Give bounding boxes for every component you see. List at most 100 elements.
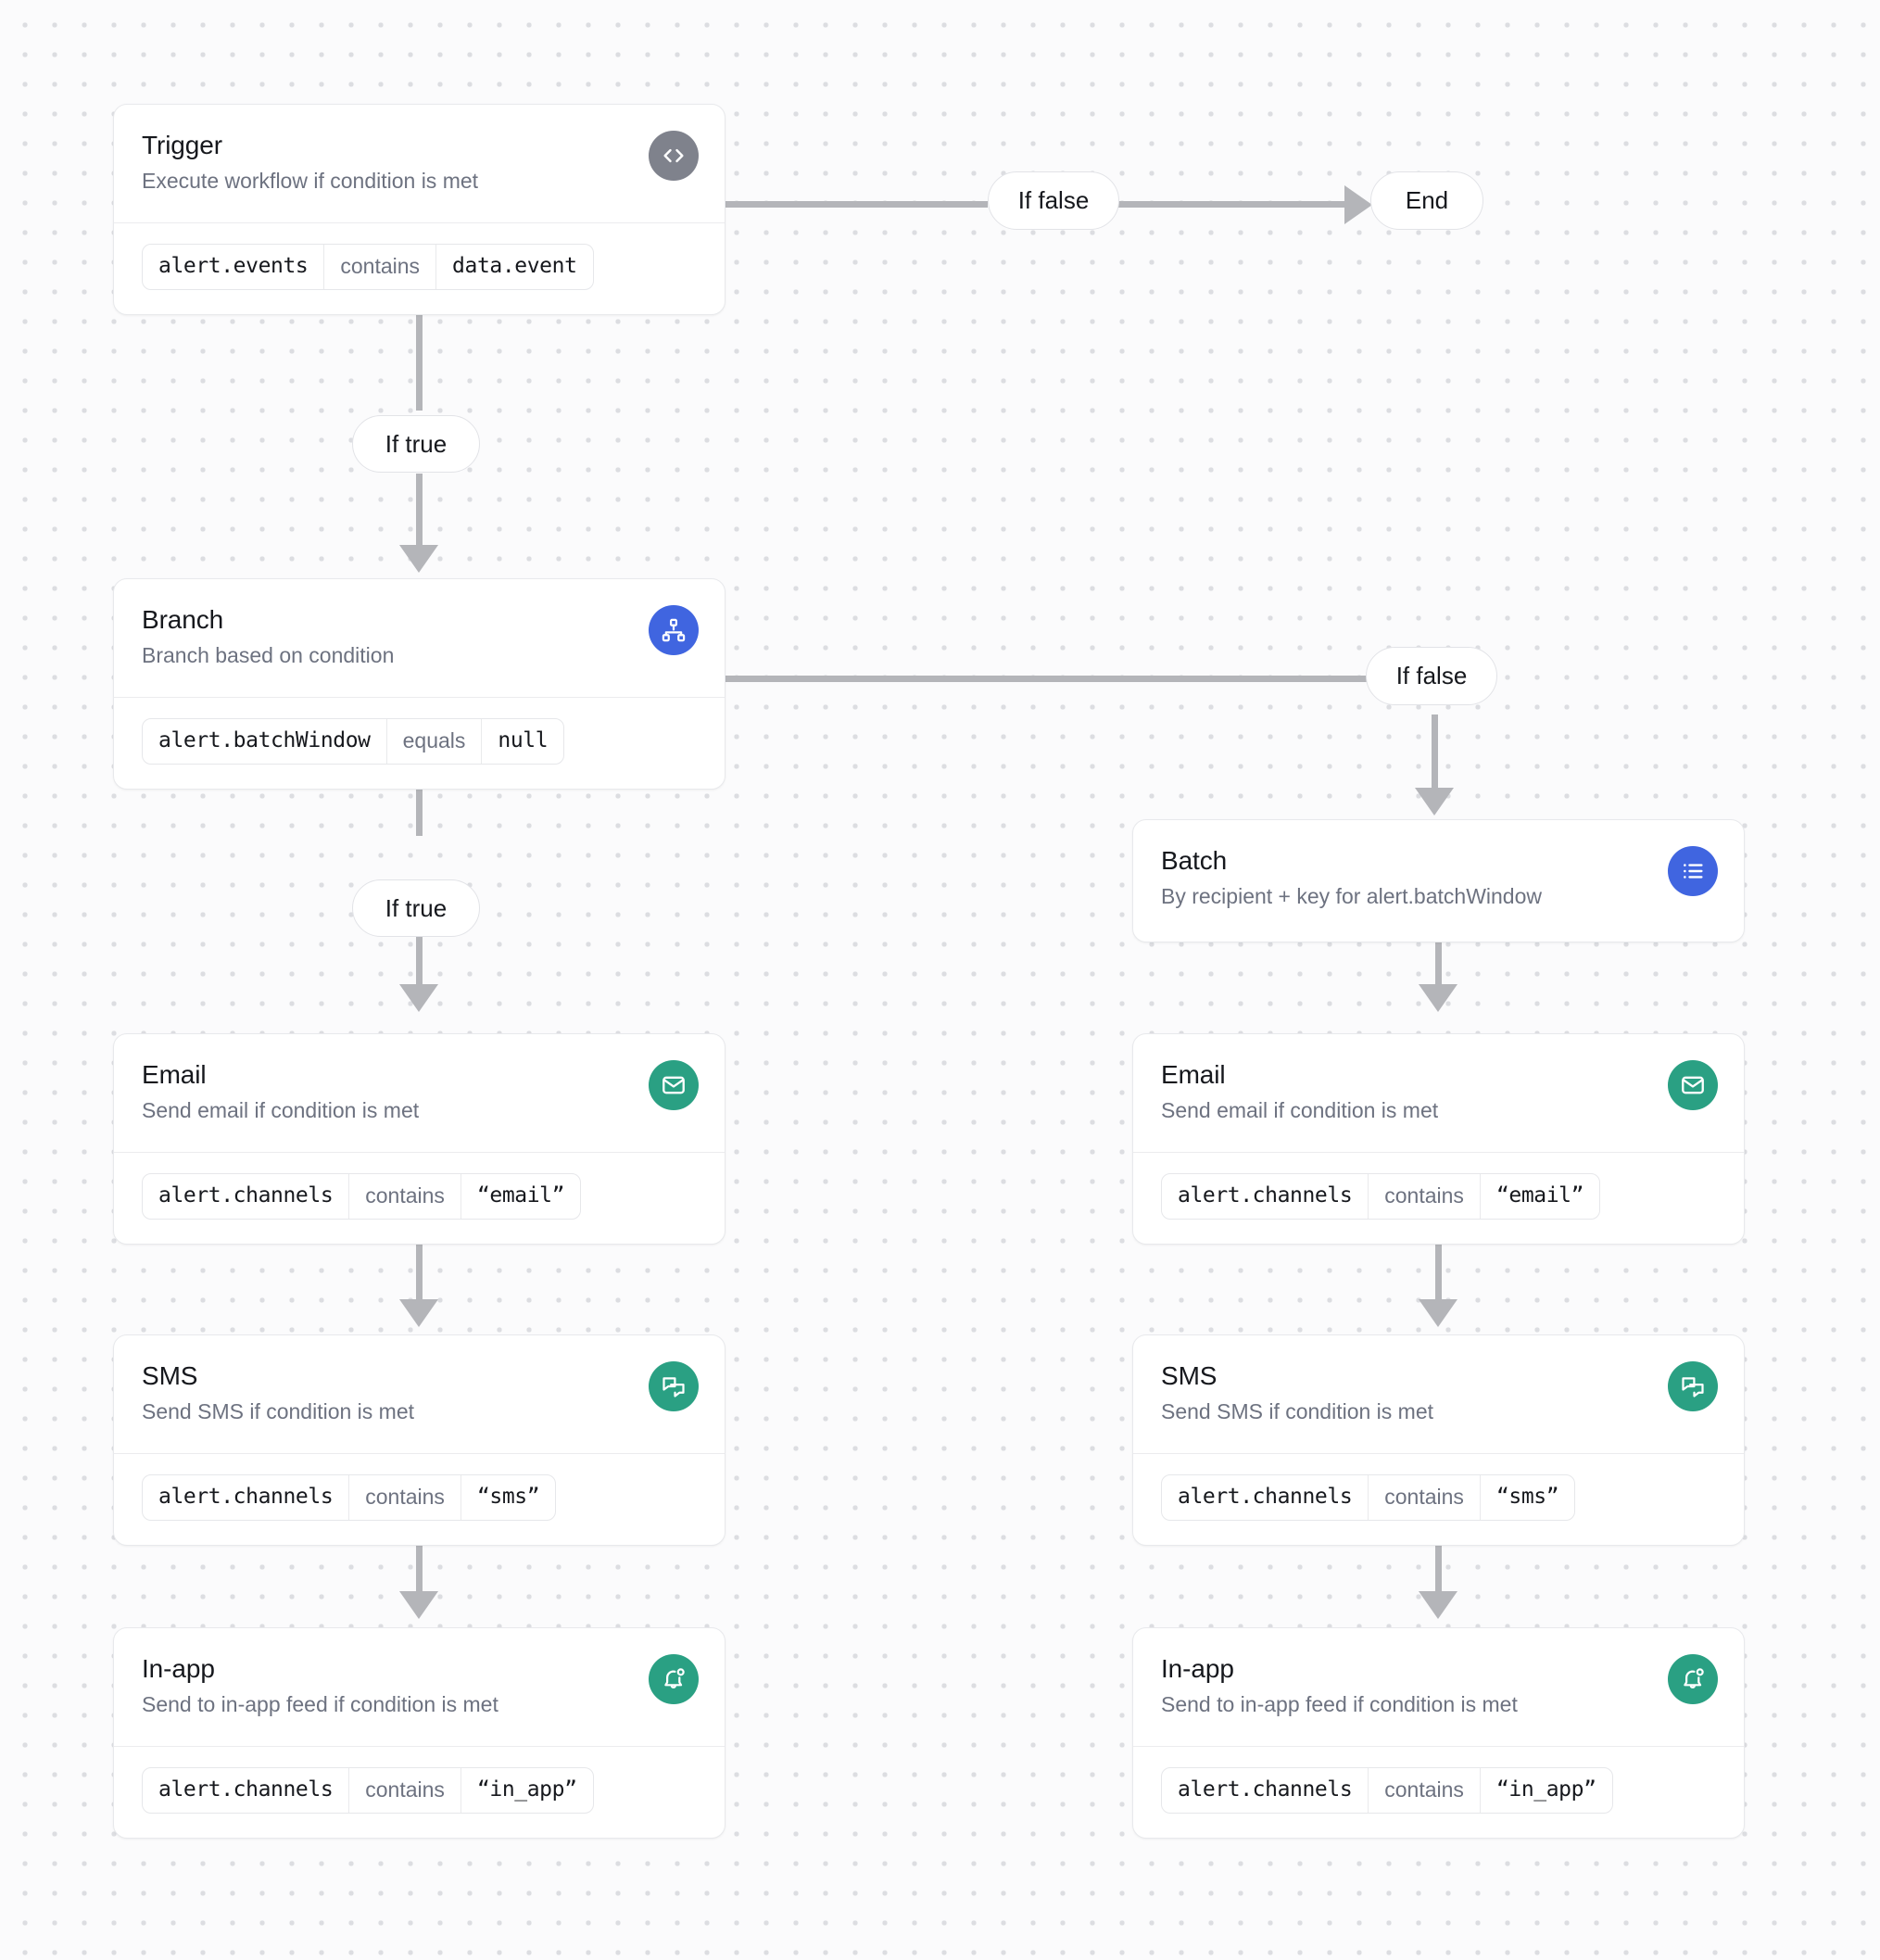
condition-right: “email” [1495,1183,1584,1208]
condition-chip[interactable]: alert.channels contains “sms” [142,1474,557,1521]
condition-right: “in_app” [476,1777,577,1802]
node-branch[interactable]: Branch Branch based on condition alert.b… [113,578,726,790]
edge-label-branch-if-true[interactable]: If true [352,879,480,937]
node-end[interactable]: End [1370,171,1483,230]
arrowhead-to-inapp-right [1419,1591,1457,1619]
hierarchy-icon [649,605,699,655]
node-email-right-subtitle: Send email if condition is met [1161,1098,1439,1123]
condition-chip[interactable]: alert.batchWindow equals null [142,718,565,765]
node-batch[interactable]: Batch By recipient + key for alert.batch… [1132,819,1745,943]
condition-right: data.event [452,254,577,279]
bell-icon [649,1654,699,1704]
node-email-right-title: Email [1161,1060,1226,1089]
node-batch-header: Batch By recipient + key for alert.batch… [1133,820,1744,942]
edge-label-text: If true [385,893,448,922]
node-sms-left-condition-row: alert.channels contains “sms” [114,1453,725,1545]
node-inapp-right-subtitle: Send to in-app feed if condition is met [1161,1692,1518,1717]
condition-left: alert.batchWindow [158,728,371,753]
edge-label-branch-if-false[interactable]: If false [1366,647,1497,705]
condition-left: alert.events [158,254,309,279]
chat-bubbles-icon [1668,1361,1718,1411]
edge-iffalse-to-end [1117,201,1344,208]
node-sms-right[interactable]: SMS Send SMS if condition is met alert.c… [1132,1334,1745,1546]
envelope-icon [1668,1060,1718,1110]
condition-operator: contains [348,1475,461,1520]
edge-batch-to-email-right [1435,927,1442,984]
edge-label-text: If false [1395,662,1468,689]
condition-chip[interactable]: alert.channels contains “email” [142,1173,582,1220]
condition-operator: contains [323,245,437,289]
list-icon [1668,846,1718,896]
edge-iffalse-to-batch [1432,714,1438,788]
node-sms-right-subtitle: Send SMS if condition is met [1161,1399,1434,1424]
edge-trigger-to-iftrue [416,310,423,411]
edge-label-text: If true [385,429,448,458]
arrowhead-to-batch [1415,788,1454,816]
arrowhead-to-email-right [1419,984,1457,1012]
edge-label-trigger-if-false[interactable]: If false [988,171,1119,230]
node-sms-right-condition-row: alert.channels contains “sms” [1133,1453,1744,1545]
node-inapp-right-condition-row: alert.channels contains “in_app” [1133,1746,1744,1838]
arrowhead-to-sms-right [1419,1299,1457,1327]
condition-chip[interactable]: alert.channels contains “in_app” [142,1767,594,1814]
condition-chip[interactable]: alert.channels contains “email” [1161,1173,1601,1220]
arrowhead-to-end [1344,185,1372,224]
condition-left: alert.channels [1178,1183,1353,1208]
condition-right: “in_app” [1495,1777,1596,1802]
condition-left: alert.channels [1178,1485,1353,1510]
condition-left: alert.channels [1178,1777,1353,1802]
edge-label-trigger-if-true[interactable]: If true [352,415,480,473]
node-inapp-right[interactable]: In-app Send to in-app feed if condition … [1132,1627,1745,1839]
node-trigger[interactable]: Trigger Execute workflow if condition is… [113,104,726,315]
condition-right: “email” [476,1183,565,1208]
node-branch-condition-row: alert.batchWindow equals null [114,697,725,789]
node-email-left-header: Email Send email if condition is met [114,1034,725,1152]
condition-chip[interactable]: alert.channels contains “in_app” [1161,1767,1613,1814]
condition-operator: contains [348,1174,461,1219]
condition-operator: equals [385,719,483,764]
node-sms-left-header: SMS Send SMS if condition is met [114,1335,725,1453]
edge-sms-to-inapp-left [416,1534,423,1591]
arrowhead-to-email-left [399,984,438,1012]
node-sms-left-subtitle: Send SMS if condition is met [142,1399,415,1424]
node-batch-title: Batch [1161,846,1228,875]
condition-operator: contains [1368,1174,1481,1219]
envelope-icon [649,1060,699,1110]
node-sms-right-title: SMS [1161,1361,1218,1390]
arrowhead-to-inapp-left [399,1591,438,1619]
node-inapp-left-subtitle: Send to in-app feed if condition is met [142,1692,498,1717]
edge-email-to-sms-left [416,1242,423,1299]
arrowhead-to-sms-left [399,1299,438,1327]
node-inapp-right-header: In-app Send to in-app feed if condition … [1133,1628,1744,1746]
node-trigger-subtitle: Execute workflow if condition is met [142,169,479,194]
node-sms-left[interactable]: SMS Send SMS if condition is met alert.c… [113,1334,726,1546]
condition-left: alert.channels [158,1183,334,1208]
condition-left: alert.channels [158,1485,334,1510]
code-brackets-icon [649,131,699,181]
edge-iftrue-to-email [416,927,423,984]
edge-email-to-sms-right [1435,1242,1442,1299]
end-label: End [1405,186,1449,214]
condition-operator: contains [1368,1768,1481,1813]
edge-sms-to-inapp-right [1435,1534,1442,1591]
condition-chip[interactable]: alert.channels contains “sms” [1161,1474,1576,1521]
node-email-right-condition-row: alert.channels contains “email” [1133,1152,1744,1244]
condition-left: alert.channels [158,1777,334,1802]
node-inapp-left-title: In-app [142,1654,215,1683]
node-sms-left-title: SMS [142,1361,198,1390]
node-inapp-left[interactable]: In-app Send to in-app feed if condition … [113,1627,726,1839]
condition-chip[interactable]: alert.events contains data.event [142,244,594,290]
edge-branch-to-iffalse [726,676,1377,682]
node-inapp-right-title: In-app [1161,1654,1234,1683]
node-email-left[interactable]: Email Send email if condition is met ale… [113,1033,726,1245]
node-email-right[interactable]: Email Send email if condition is met ale… [1132,1033,1745,1245]
node-email-left-title: Email [142,1060,207,1089]
node-trigger-title: Trigger [142,131,222,159]
node-inapp-left-header: In-app Send to in-app feed if condition … [114,1628,725,1746]
node-inapp-left-condition-row: alert.channels contains “in_app” [114,1746,725,1838]
edge-trigger-to-iffalse [726,201,988,208]
node-branch-title: Branch [142,605,224,634]
node-trigger-condition-row: alert.events contains data.event [114,222,725,314]
edge-branch-to-iftrue [416,775,423,836]
